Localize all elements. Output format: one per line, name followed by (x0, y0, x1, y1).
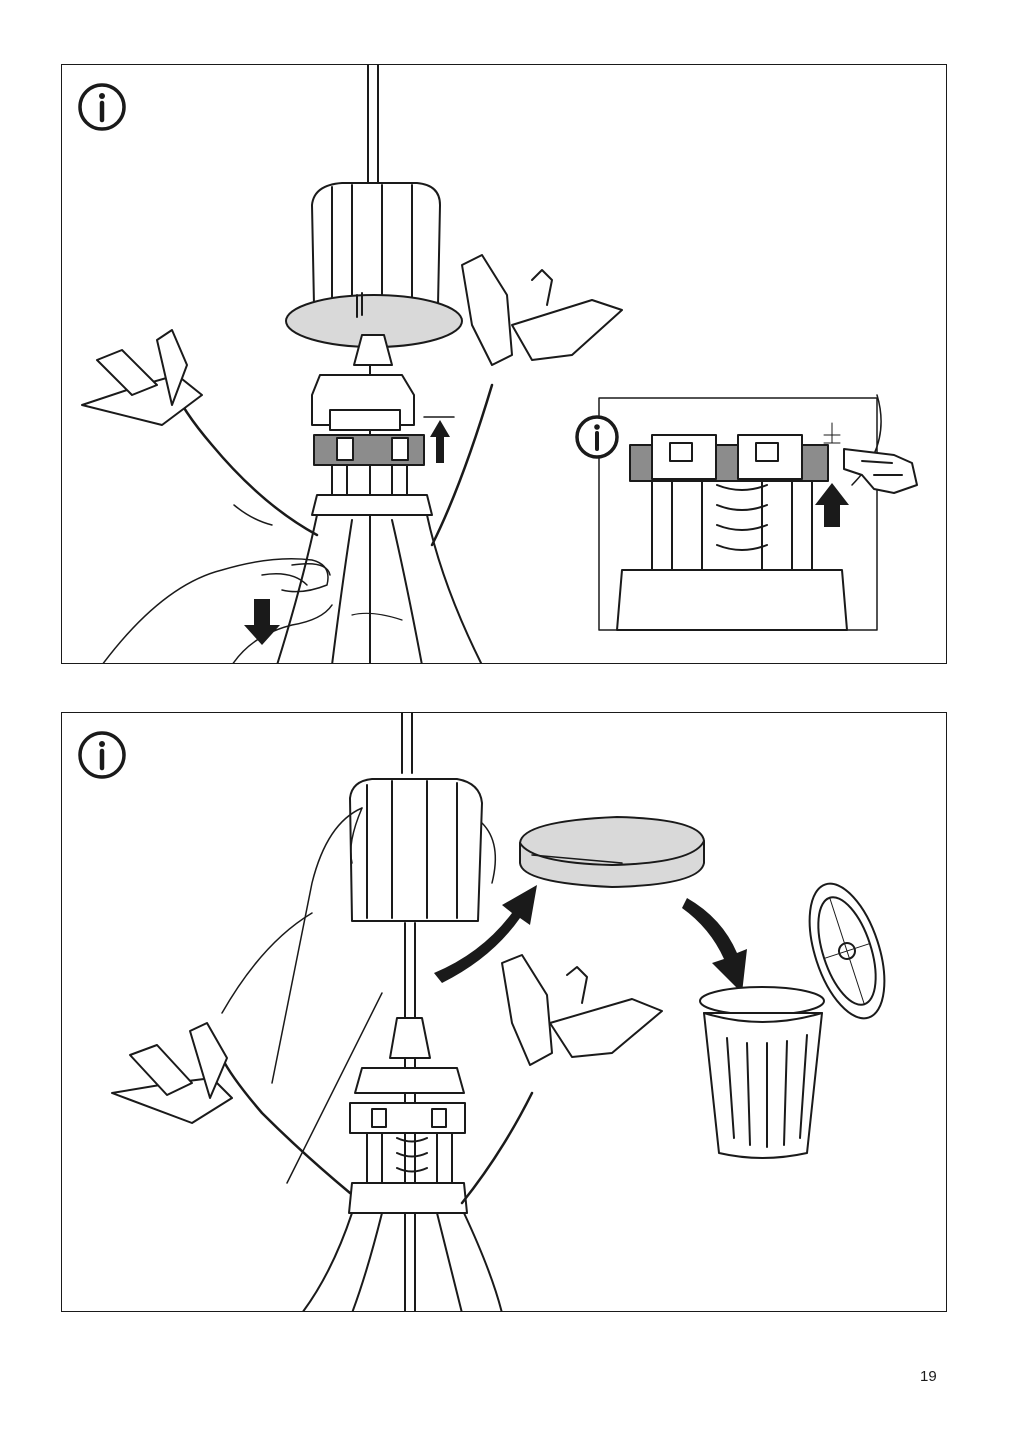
curved-arrow-down-icon (682, 898, 747, 993)
right-clip-arm (460, 954, 663, 1205)
instruction-panel-1 (61, 64, 947, 664)
instruction-panel-2 (61, 712, 947, 1312)
panel-1-illustration (78, 65, 918, 663)
lamp-shade (276, 514, 483, 663)
up-arrow-icon (423, 416, 455, 463)
removed-disc (519, 816, 705, 888)
ceiling-cup (349, 778, 483, 922)
hand-illustration (102, 558, 333, 663)
split-disc (285, 292, 463, 348)
left-clip-arm (111, 1022, 352, 1195)
lamp-shade (302, 1212, 503, 1311)
info-icon (78, 731, 126, 779)
down-arrow-icon (244, 599, 280, 645)
info-icon (78, 83, 126, 131)
left-clip-arm (81, 329, 319, 537)
socket-housing (311, 374, 433, 516)
panel-2-illustration (78, 713, 886, 1311)
socket-housing (348, 1017, 468, 1214)
pointing-hand-icon (843, 448, 918, 494)
cord-grip (353, 334, 393, 366)
right-clip-arm (430, 254, 623, 547)
trash-bin-icon (699, 882, 886, 1159)
ceiling-cup (311, 182, 441, 306)
curved-arrow-up-icon (434, 885, 537, 983)
detail-inset (575, 394, 882, 631)
page-number: 19 (920, 1368, 937, 1385)
